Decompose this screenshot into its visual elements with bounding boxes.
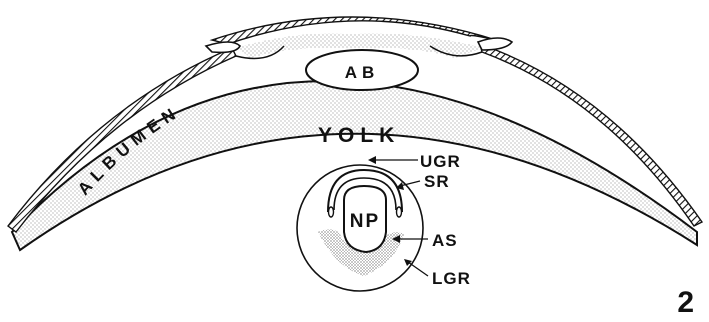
shield-ridge-tip-right xyxy=(397,207,402,217)
ugr-label: UGR xyxy=(420,152,461,171)
ab-label: AB xyxy=(345,63,380,82)
sr-label: SR xyxy=(424,172,450,191)
ugr-arrowhead xyxy=(368,156,376,164)
figure-number: 2 xyxy=(677,286,694,319)
lgr-label: LGR xyxy=(432,269,471,288)
yolk-label: YOLK xyxy=(318,124,400,147)
membrane-tip-right xyxy=(478,38,512,50)
membrane-tip-left xyxy=(206,42,240,52)
as-label: AS xyxy=(432,231,458,250)
np-label: NP xyxy=(350,211,380,232)
shield-ridge-tip-left xyxy=(329,207,334,217)
lgr-leader xyxy=(408,262,428,276)
